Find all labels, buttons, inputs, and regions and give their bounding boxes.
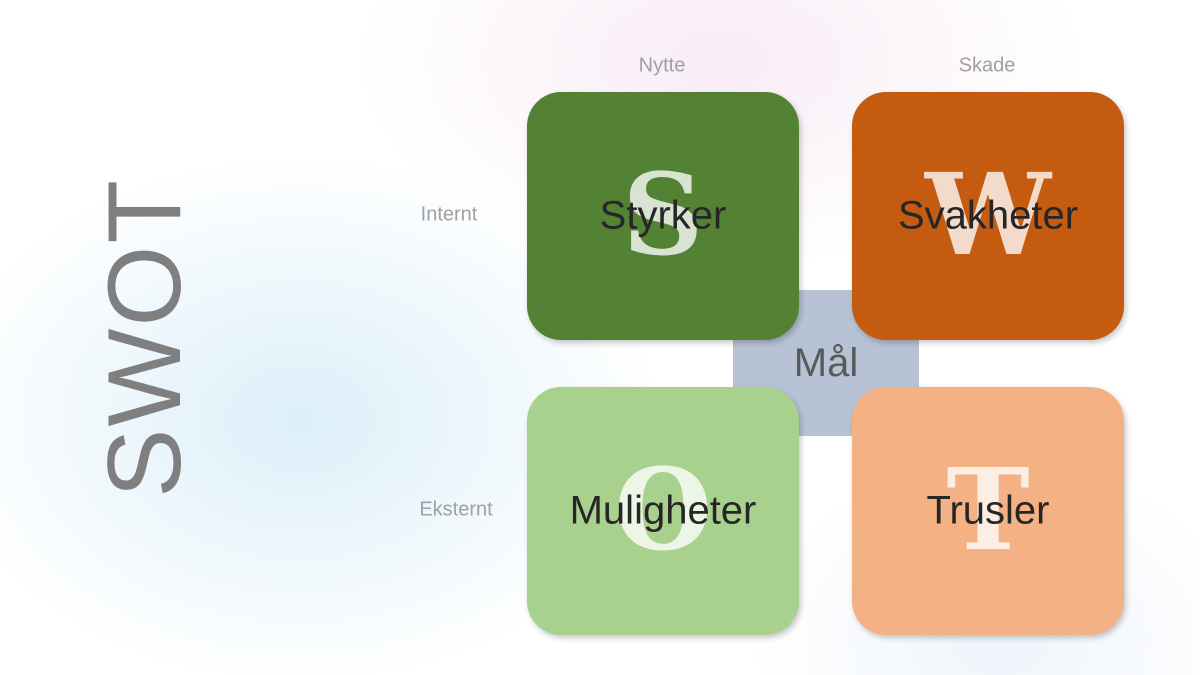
quadrant-letter-w: W	[925, 150, 1051, 281]
column-label-nytte: Nytte	[638, 54, 686, 77]
quadrant-label-strengths: Styrker	[599, 193, 727, 238]
quadrant-letter-t: T	[946, 445, 1030, 576]
row-label-eksternt: Eksternt	[419, 498, 493, 521]
quadrant-letter-s: S	[622, 150, 704, 281]
quadrant-label-opportunities: Muligheter	[569, 488, 757, 533]
quadrant-opportunities[interactable]: O Muligheter	[527, 387, 799, 635]
center-goal-label: Mål	[793, 340, 859, 385]
quadrant-letter-o: O	[614, 445, 712, 576]
quadrant-threats[interactable]: T Trusler	[852, 387, 1124, 635]
quadrant-weaknesses[interactable]: W Svakheter	[852, 92, 1124, 340]
slide-title: SWOT	[87, 178, 203, 498]
row-label-internt: Internt	[420, 203, 478, 226]
quadrant-strengths[interactable]: S Styrker	[527, 92, 799, 340]
column-label-skade: Skade	[958, 54, 1016, 77]
quadrant-label-threats: Trusler	[926, 488, 1050, 533]
quadrant-label-weaknesses: Svakheter	[897, 193, 1079, 238]
